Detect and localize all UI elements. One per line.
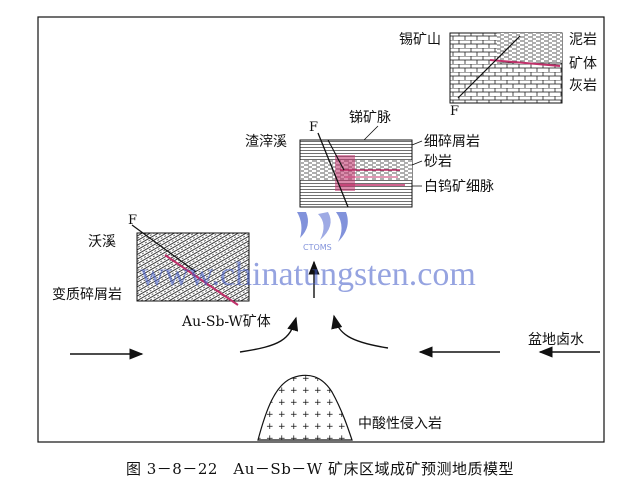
label-zhaziqi: 渣滓溪 [245,133,287,150]
label-fault-left: F [128,213,137,228]
label-fine-clastic: 细碎屑岩 [424,134,480,150]
label-stibnite-vein: 锑矿脉 [349,110,391,126]
tin-mine-block [449,32,563,104]
label-basin-brine: 盆地卤水 [528,332,584,348]
fault-line-tin [457,35,521,99]
label-orebody: 矿体 [569,56,597,72]
orebody-tin [489,59,561,67]
label-woxi: 沃溪 [88,234,116,250]
zhaziqi-block [299,132,413,208]
fault-line-woxi [131,224,197,273]
label-tin-mine: 锡矿山 [399,32,441,48]
label-sandstone: 砂岩 [424,154,452,170]
label-fault-top: F [450,104,459,119]
fault-line-zhaziqi [317,132,349,208]
figure-caption: 图 3－8－22 Au－Sb－W 矿床区域成矿预测地质模型 [125,460,514,478]
label-scheelite-vein: 白钨矿细脉 [424,179,494,195]
label-intrusive: 中酸性侵入岩 [358,415,442,432]
arrow-right-curve [331,314,389,349]
woxi-block [131,224,250,306]
figure-frame [37,16,605,443]
watermark-url: www.chinatungsten.com [140,256,476,293]
label-fault-mid: F [309,120,318,135]
orebody-woxi [164,254,239,306]
flow-arrows [70,260,600,360]
arrow-left-curve [239,316,299,353]
label-meta-clastic: 变质碎屑岩 [52,287,122,303]
label-mudstone: 泥岩 [569,32,597,48]
intrusive-body [257,374,353,441]
watermark-logo: CTOMS [297,212,348,252]
label-limestone: 灰岩 [569,78,597,94]
stibnite-vein-line [327,139,345,171]
watermark-logo-text: CTOMS [303,243,332,252]
label-ore-au-sb-w: Au-Sb-W矿体 [181,314,271,330]
